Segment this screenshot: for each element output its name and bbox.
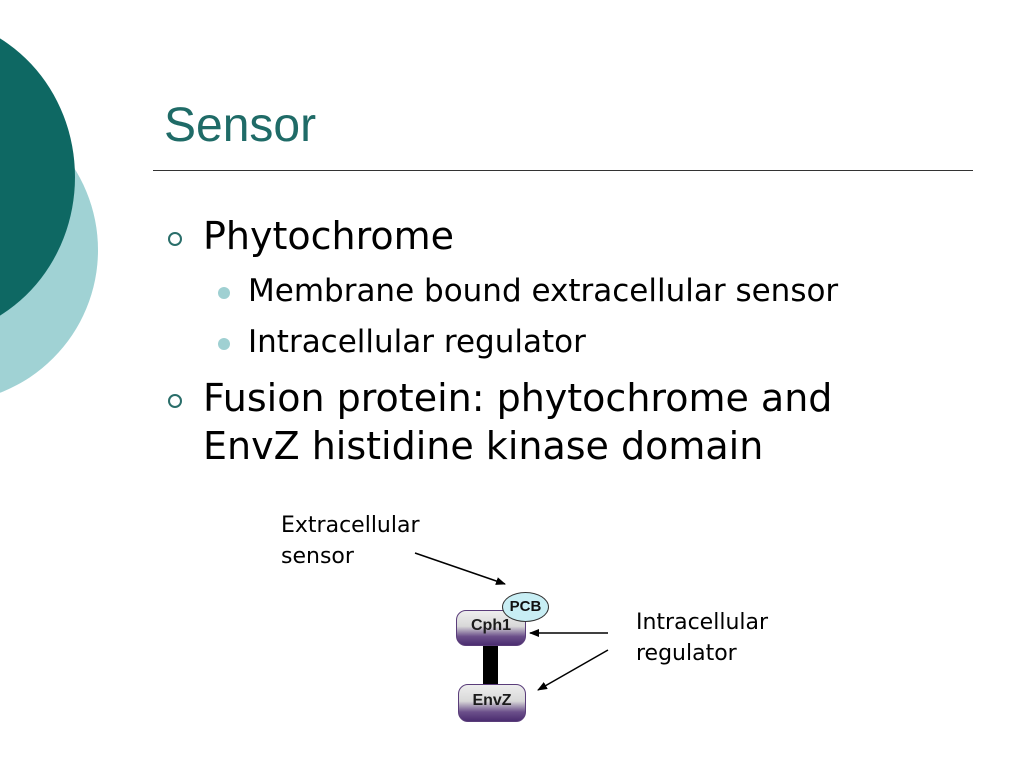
hollow-circle-bullet-icon: [168, 232, 182, 246]
dark-teal-circle: [0, 38, 75, 316]
bullet-fusion-protein: Fusion protein: phytochrome and EnvZ his…: [168, 374, 833, 470]
bullet-phytochrome: Phytochrome: [168, 212, 455, 260]
bullet-text-line2: EnvZ histidine kinase domain: [203, 424, 764, 468]
label-line: Intracellular: [636, 610, 769, 635]
subbullet-text: Membrane bound extracellular sensor: [248, 273, 839, 309]
dot-bullet-icon: [218, 287, 230, 299]
light-teal-circle: [0, 107, 98, 393]
arrow-to-envz: [537, 649, 609, 691]
arrow-to-pcb: [414, 552, 506, 585]
subbullet-membrane: Membrane bound extracellular sensor: [218, 271, 839, 311]
connector-bar: [483, 646, 498, 686]
intracellular-regulator-label: Intracellular regulator: [636, 607, 768, 669]
bullet-text: Phytochrome: [203, 214, 455, 258]
subbullet-intracellular: Intracellular regulator: [218, 322, 586, 362]
label-line: sensor: [281, 544, 354, 569]
title-divider: [153, 170, 973, 171]
extracellular-sensor-label: Extracellular sensor: [281, 510, 420, 572]
hollow-circle-bullet-icon: [168, 394, 182, 408]
envz-domain-box: EnvZ: [458, 684, 526, 722]
label-line: Extracellular: [281, 513, 420, 538]
label-line: regulator: [636, 641, 737, 666]
slide-title: Sensor: [164, 99, 317, 152]
dot-bullet-icon: [218, 338, 230, 350]
bullet-text-line1: Fusion protein: phytochrome and: [203, 376, 833, 420]
subbullet-text: Intracellular regulator: [248, 324, 586, 360]
pcb-chromophore-oval: PCB: [502, 592, 549, 622]
